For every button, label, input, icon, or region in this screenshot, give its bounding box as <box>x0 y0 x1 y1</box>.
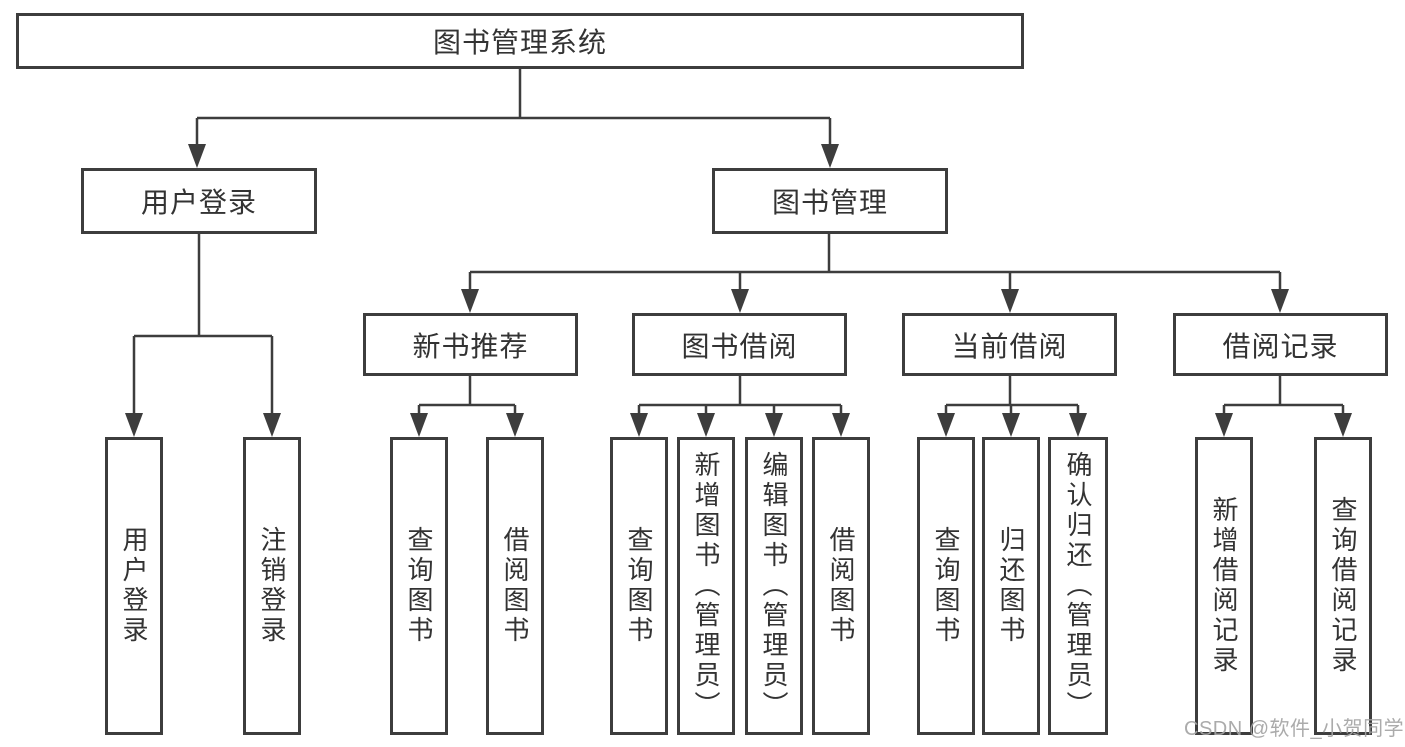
node-borrowing-records: 借阅记录 <box>1173 313 1388 376</box>
leaf-borrow-books: 借阅图书 <box>812 437 870 735</box>
leaf-query-books-recommend: 查询图书 <box>390 437 448 735</box>
node-label: 图书管理系统 <box>432 27 607 58</box>
leaf-borrow-books-recommend: 借阅图书 <box>486 437 544 735</box>
node-label: 借阅图书 <box>826 526 856 646</box>
node-label: 确认归还（管理员） <box>1063 451 1093 721</box>
node-label: 用户登录 <box>140 187 257 218</box>
node-label: 查询借阅记录 <box>1328 496 1358 676</box>
node-label: 查询图书 <box>931 526 961 646</box>
node-label: 借阅记录 <box>1222 330 1339 362</box>
node-label: 图书借阅 <box>681 330 798 362</box>
node-new-book-recommendation: 新书推荐 <box>363 313 578 376</box>
node-book-management: 图书管理 <box>712 168 948 234</box>
node-library-management-system: 图书管理系统 <box>16 13 1024 69</box>
node-label: 注销登录 <box>257 526 287 646</box>
node-book-borrowing: 图书借阅 <box>632 313 847 376</box>
leaf-logout: 注销登录 <box>243 437 301 735</box>
leaf-query-borrow-record: 查询借阅记录 <box>1314 437 1372 735</box>
leaf-query-books-current: 查询图书 <box>917 437 975 735</box>
leaf-return-books: 归还图书 <box>982 437 1040 735</box>
arrowheads <box>125 144 1352 437</box>
leaf-add-books-admin: 新增图书（管理员） <box>677 437 735 735</box>
node-label: 当前借阅 <box>951 330 1068 362</box>
node-label: 新增借阅记录 <box>1209 496 1239 676</box>
node-label: 归还图书 <box>996 526 1026 646</box>
node-label: 借阅图书 <box>500 526 530 646</box>
node-label: 查询图书 <box>624 526 654 646</box>
node-user-login: 用户登录 <box>81 168 317 234</box>
csdn-watermark: CSDN @软件_小贺同学 <box>1184 718 1405 740</box>
node-label: 新增图书（管理员） <box>691 451 721 721</box>
leaf-user-login: 用户登录 <box>105 437 163 735</box>
node-label: 图书管理 <box>771 187 888 218</box>
node-label: 用户登录 <box>119 526 149 646</box>
leaf-edit-books-admin: 编辑图书（管理员） <box>745 437 803 735</box>
node-current-borrowing: 当前借阅 <box>902 313 1117 376</box>
leaf-add-borrow-record: 新增借阅记录 <box>1195 437 1253 735</box>
leaf-confirm-return-admin: 确认归还（管理员） <box>1048 437 1108 735</box>
node-label: 编辑图书（管理员） <box>759 451 789 721</box>
leaf-query-books-borrow: 查询图书 <box>610 437 668 735</box>
node-label: 查询图书 <box>404 526 434 646</box>
node-label: 新书推荐 <box>412 330 529 362</box>
